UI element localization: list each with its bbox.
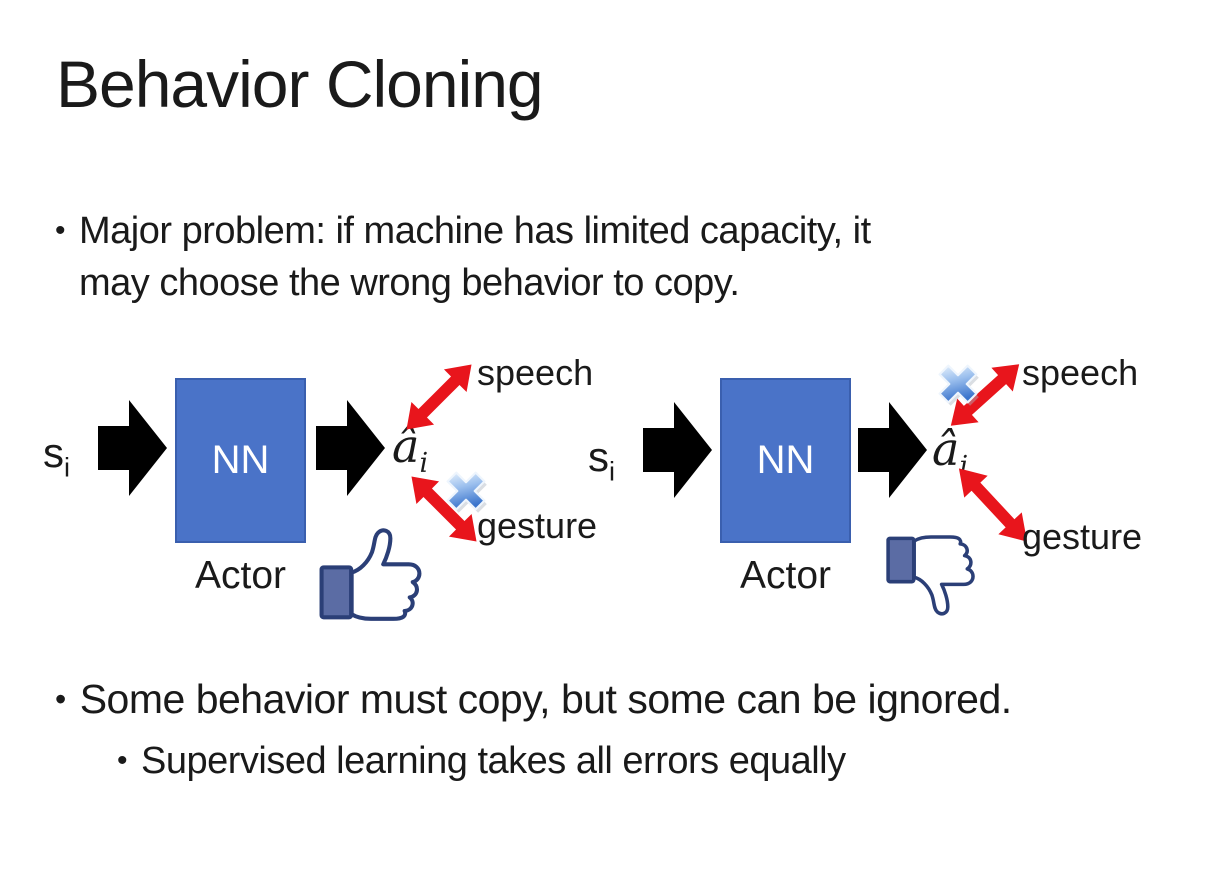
bullet-major-problem-line1: Major problem: if machine has limited ca… <box>79 210 871 252</box>
output-label: âi <box>932 422 969 483</box>
nn-label: NN <box>211 438 270 482</box>
output-block-arrow-icon <box>858 402 927 498</box>
slide-title: Behavior Cloning <box>56 47 544 121</box>
bullet-major-problem: • Major problem: if machine has limited … <box>55 205 871 309</box>
input-label: si <box>43 429 70 483</box>
speech-label: speech <box>1022 352 1139 393</box>
thumbs-up-icon <box>318 527 424 622</box>
nn-label: NN <box>756 438 815 482</box>
input-subscript: i <box>64 452 70 483</box>
cross-icon <box>928 354 988 414</box>
actor-label: Actor <box>739 554 832 597</box>
bullet-dot: • <box>117 744 128 777</box>
thumbs-down-icon <box>885 532 977 619</box>
speech-label: speech <box>477 352 594 393</box>
speech-double-arrow-icon <box>939 352 1030 439</box>
diagram-left: si NN âi speech gesture <box>43 352 598 622</box>
actor-label: Actor <box>194 554 287 597</box>
bullet-dot: • <box>55 681 66 717</box>
input-subscript: i <box>609 456 615 487</box>
bullet-some-behavior-text: Some behavior must copy, but some can be… <box>79 676 1012 722</box>
output-block-arrow-icon <box>316 400 385 496</box>
gesture-double-arrow-icon <box>399 464 488 553</box>
input-block-arrow-icon <box>98 400 167 496</box>
output-subscript: i <box>419 448 429 480</box>
nn-box: NN <box>175 378 306 543</box>
nn-box: NN <box>720 378 851 543</box>
gesture-double-arrow-icon <box>946 457 1039 553</box>
input-label: si <box>588 433 615 487</box>
gesture-label: gesture <box>477 505 598 546</box>
bullet-some-behavior: • Some behavior must copy, but some can … <box>55 672 1012 726</box>
diagram-right: si NN âi speech gesture <box>545 0 1165 892</box>
bullet-supervised: • Supervised learning takes all errors e… <box>117 735 846 787</box>
bullet-major-problem-line2: may choose the wrong behavior to copy. <box>79 262 740 304</box>
bullet-major-problem-text: Major problem: if machine has limited ca… <box>79 205 871 309</box>
input-block-arrow-icon <box>643 402 712 498</box>
output-subscript: i <box>959 451 969 483</box>
bullet-supervised-text: Supervised learning takes all errors equ… <box>141 740 846 782</box>
gesture-label: gesture <box>1022 516 1143 557</box>
bullet-dot: • <box>55 214 66 247</box>
cross-icon <box>436 461 496 521</box>
speech-double-arrow-icon <box>394 352 483 441</box>
